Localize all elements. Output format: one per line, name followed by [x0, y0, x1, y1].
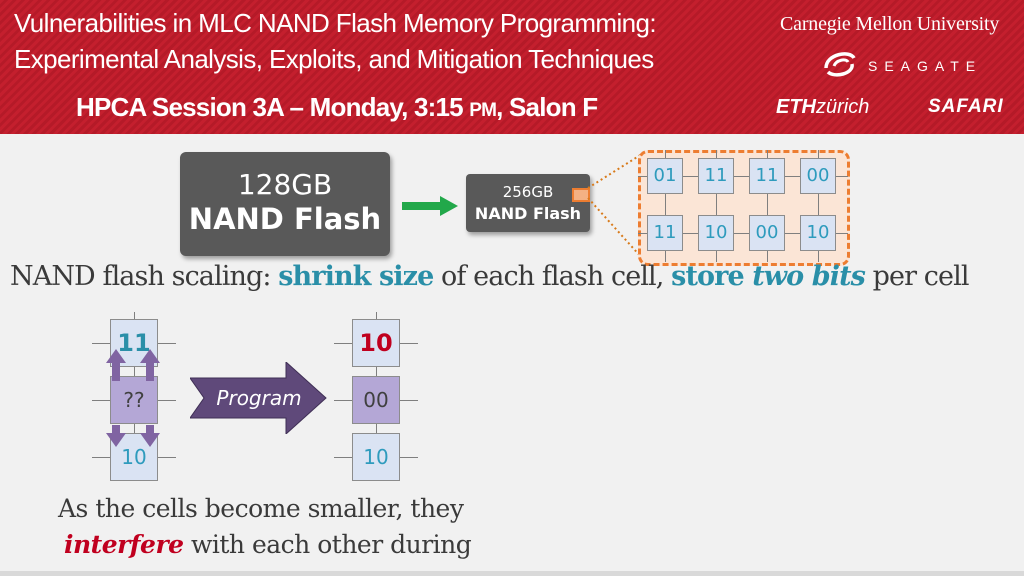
- store-highlight: store: [671, 261, 753, 292]
- chip-256gb-label: NAND Flash: [474, 204, 582, 223]
- array-cell: 11: [749, 158, 785, 194]
- seagate-logo: SEAGATE: [820, 48, 975, 78]
- highlighted-cell-marker: [572, 188, 590, 202]
- cmu-logo: Carnegie Mellon University: [780, 13, 1000, 35]
- array-cell: 11: [698, 158, 734, 194]
- program-label: Program: [216, 386, 302, 410]
- bitline-3: [767, 150, 768, 262]
- seagate-wordmark: SEAGATE: [868, 58, 983, 74]
- chip-128gb-capacity: 128GB: [237, 168, 333, 201]
- array-cell: 00: [749, 215, 785, 251]
- interference-arrows-icon: [106, 349, 160, 447]
- session-prefix: HPCA Session 3A – Monday, 3:15: [76, 92, 470, 122]
- seagate-swoosh-icon: [824, 52, 856, 77]
- sentence-part: of each flash cell,: [433, 261, 672, 292]
- title-line-2: Experimental Analysis, Exploits, and Mit…: [14, 44, 654, 74]
- sentence-part: per cell: [864, 261, 970, 292]
- array-cell: 11: [647, 215, 683, 251]
- two-bits-highlight: two bits: [752, 261, 866, 292]
- eth-zurich: zürich: [816, 96, 870, 118]
- array-cell: 00: [800, 158, 836, 194]
- before-mid-cell: ??: [110, 376, 158, 424]
- wordline-1: [638, 176, 848, 177]
- program-arrow-icon: [190, 362, 327, 434]
- header-banner: Vulnerabilities in MLC NAND Flash Memory…: [0, 0, 1024, 134]
- array-cell: 10: [698, 215, 734, 251]
- after-top-cell: 10: [352, 319, 400, 367]
- array-cell: 01: [647, 158, 683, 194]
- chip-128gb-label: NAND Flash: [188, 202, 382, 236]
- session-info: HPCA Session 3A – Monday, 3:15 PM, Salon…: [76, 92, 598, 123]
- session-pm: PM: [469, 100, 497, 121]
- after-bot-cell: 10: [352, 433, 400, 481]
- chip-128gb: 128GB NAND Flash: [180, 152, 390, 256]
- bitline-4: [818, 150, 819, 262]
- wordline-2: [638, 233, 848, 234]
- eth-bold: ETH: [776, 96, 816, 118]
- bitline-2: [716, 150, 717, 262]
- title-line-1: Vulnerabilities in MLC NAND Flash Memory…: [14, 8, 657, 38]
- caption-line-2: interfere with each other during: [64, 530, 472, 559]
- chip-256gb: 256GB NAND Flash: [466, 174, 590, 232]
- after-mid-cell: 00: [352, 376, 400, 424]
- interfere-word: interfere: [64, 530, 184, 559]
- array-cell: 10: [800, 215, 836, 251]
- caption-line-2-rest: with each other during: [183, 530, 472, 559]
- chip-256gb-capacity: 256GB: [502, 183, 554, 201]
- bottom-bar: [0, 571, 1024, 576]
- safari-logo: SAFARI: [928, 96, 1004, 117]
- bitline-1: [665, 150, 666, 262]
- sentence-part: NAND flash scaling:: [10, 261, 279, 292]
- session-suffix: , Salon F: [496, 92, 598, 122]
- eth-logo: ETHzürich: [776, 96, 869, 119]
- scaling-sentence: NAND flash scaling: shrink size of each …: [10, 261, 969, 292]
- caption-line-1: As the cells become smaller, they: [58, 494, 464, 523]
- green-right-arrow-icon: [402, 196, 458, 216]
- shrink-size-highlight: shrink size: [278, 261, 434, 292]
